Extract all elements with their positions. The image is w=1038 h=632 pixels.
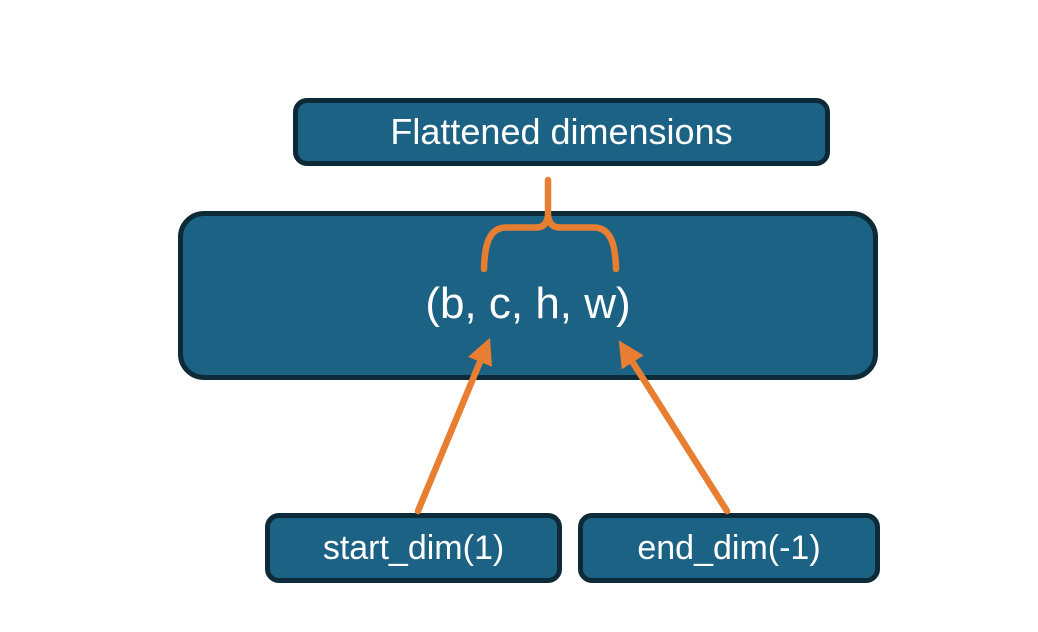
flattened-dimensions-label: Flattened dimensions [390, 111, 733, 152]
tensor-shape-label: (b, c, h, w) [425, 278, 631, 328]
node-start-dim: start_dim(1) [265, 513, 562, 583]
end-dim-label: end_dim(-1) [637, 528, 821, 567]
start-dim-label: start_dim(1) [322, 528, 505, 567]
node-tensor-shape: (b, c, h, w) [178, 211, 878, 380]
node-flattened-dimensions: Flattened dimensions [293, 98, 830, 166]
node-end-dim: end_dim(-1) [578, 513, 880, 583]
